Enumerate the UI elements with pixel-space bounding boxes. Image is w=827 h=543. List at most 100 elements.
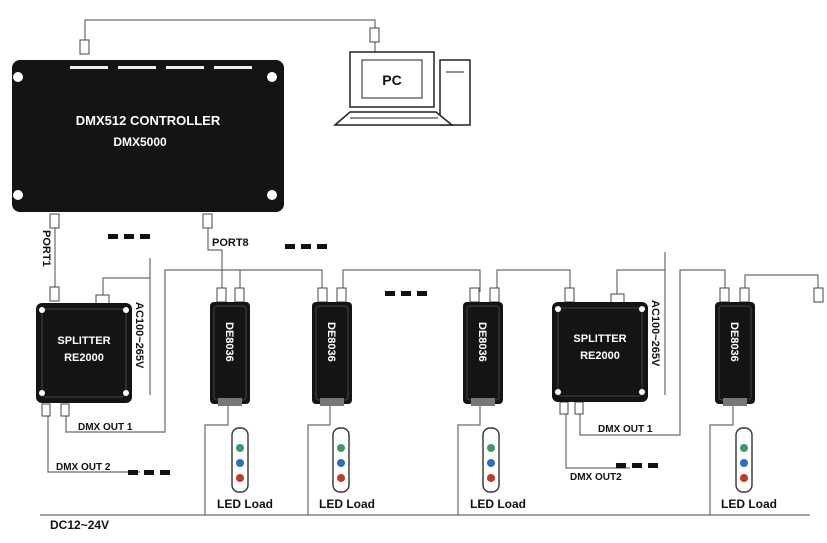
splitter-power-label: AC100~265V <box>649 300 661 367</box>
connector-plug <box>234 287 245 303</box>
splitter-2: SPLITTER RE2000 <box>552 302 648 402</box>
led-load-label: LED Load <box>217 497 273 511</box>
decoder-label: DE8036 <box>728 322 740 362</box>
led-icon <box>740 444 748 452</box>
decoder-label: DE8036 <box>476 322 488 362</box>
splitter-power-label: AC100~265V <box>133 302 145 369</box>
splitter-title: SPLITTER <box>573 333 626 345</box>
led-load-label: LED Load <box>470 497 526 511</box>
mounting-hole-icon <box>639 389 645 395</box>
mounting-hole-icon <box>267 190 277 200</box>
wire-port8 <box>207 224 223 292</box>
mounting-hole-icon <box>123 307 129 313</box>
led-icon <box>337 474 345 482</box>
led-strip-1 <box>231 427 249 493</box>
controller-body <box>12 60 284 212</box>
mounting-hole-icon <box>39 307 45 313</box>
connector-plug <box>369 27 380 43</box>
ellipsis-dash <box>401 291 411 296</box>
decoder-terminal <box>471 398 495 406</box>
mounting-hole-icon <box>267 72 277 82</box>
decoder-label: DE8036 <box>223 322 235 362</box>
connector-plug <box>336 287 347 303</box>
mounting-hole-icon <box>555 389 561 395</box>
pc-tower <box>439 59 471 126</box>
ellipsis-dash <box>317 244 327 249</box>
ellipsis-dash <box>285 244 295 249</box>
pc-computer: PC <box>332 51 471 126</box>
mounting-hole-icon <box>39 390 45 396</box>
decoder-4: DE8036 <box>715 302 755 406</box>
led-icon <box>236 474 244 482</box>
pc-screen <box>361 59 423 99</box>
dmx-controller: DMX512 CONTROLLER DMX5000 <box>12 60 284 212</box>
mounting-hole-icon <box>13 72 23 82</box>
wire-dmx-out1-s1 <box>65 269 240 433</box>
connector-plug <box>574 401 584 415</box>
decoder-body <box>312 302 352 404</box>
led-icon <box>740 459 748 467</box>
wire-dec4-next <box>744 274 819 292</box>
connector-plug <box>317 287 328 303</box>
connector-plug <box>719 287 730 303</box>
ellipsis-dash <box>140 234 150 239</box>
connector-plug <box>79 39 90 55</box>
controller-model: DMX5000 <box>113 135 167 149</box>
splitter-body <box>552 302 648 402</box>
led-strip-2 <box>332 427 350 493</box>
connector-plug <box>469 287 480 303</box>
wire-dmx-out1-s2 <box>579 269 726 436</box>
connector-plug <box>813 287 824 303</box>
connector-plug <box>60 403 70 417</box>
connector-plug <box>49 286 60 302</box>
wire-ac-splitter1 <box>102 277 150 298</box>
ellipsis-dash <box>144 470 154 475</box>
ellipsis-marks <box>108 234 658 475</box>
dmx-out2-label: DMX OUT2 <box>570 472 622 483</box>
led-icon <box>487 459 495 467</box>
decoder-terminal <box>218 398 242 406</box>
led-icon <box>236 459 244 467</box>
wire-dec2-next <box>342 269 481 292</box>
splitter-1: SPLITTER RE2000 <box>36 303 132 403</box>
controller-vent <box>166 66 204 69</box>
port8-label: PORT8 <box>212 237 249 249</box>
wire-dmx-out2-s1 <box>47 415 140 473</box>
connector-plug <box>559 401 569 415</box>
led-strip-4 <box>735 427 753 493</box>
decoder-3: DE8036 <box>463 302 503 406</box>
connectors <box>41 27 824 417</box>
connector-plug <box>216 287 227 303</box>
led-strip-3 <box>482 427 500 493</box>
decoder-terminal <box>320 398 344 406</box>
splitter-model: RE2000 <box>580 350 620 362</box>
ellipsis-dash <box>108 234 118 239</box>
connector-plug <box>564 287 575 303</box>
ellipsis-dash <box>417 291 427 296</box>
ellipsis-dash <box>632 463 642 468</box>
led-icon <box>236 444 244 452</box>
splitter-body <box>36 303 132 403</box>
port1-label: PORT1 <box>40 230 52 267</box>
splitter-panel <box>41 308 127 398</box>
ellipsis-dash <box>385 291 395 296</box>
dmx-out2-label: DMX OUT 2 <box>56 462 111 473</box>
wire-dec1-dec2 <box>239 269 323 292</box>
led-icon <box>487 444 495 452</box>
wire-dec1-load <box>204 405 229 515</box>
decoder-body <box>715 302 755 404</box>
decoder-body <box>210 302 250 404</box>
wire-controller-pc <box>84 19 376 45</box>
decoder-terminal <box>723 398 747 406</box>
wire-dec3-load <box>457 405 481 515</box>
wire-ac-splitter2 <box>616 269 665 298</box>
decoder-2: DE8036 <box>312 302 352 406</box>
dc-supply-label: DC12~24V <box>50 518 109 532</box>
mounting-hole-icon <box>639 306 645 312</box>
led-icon <box>337 459 345 467</box>
ellipsis-dash <box>128 470 138 475</box>
ellipsis-dash <box>301 244 311 249</box>
connector-plug <box>41 403 51 417</box>
